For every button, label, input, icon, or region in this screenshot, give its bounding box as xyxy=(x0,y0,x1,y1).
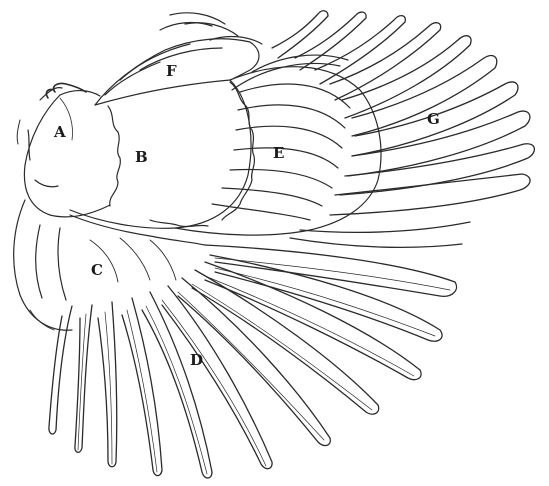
label-g: G xyxy=(427,112,440,127)
label-a: A xyxy=(54,125,66,140)
label-b: B xyxy=(135,150,148,165)
label-d: D xyxy=(190,353,203,368)
label-f: F xyxy=(166,64,177,79)
scapular-area xyxy=(14,200,205,330)
primary-feathers xyxy=(49,245,457,478)
leading-edge xyxy=(17,83,86,144)
label-e: E xyxy=(273,146,284,161)
label-c: C xyxy=(91,263,103,278)
secondary-feathers xyxy=(272,11,534,248)
marginal-coverts xyxy=(24,88,110,217)
